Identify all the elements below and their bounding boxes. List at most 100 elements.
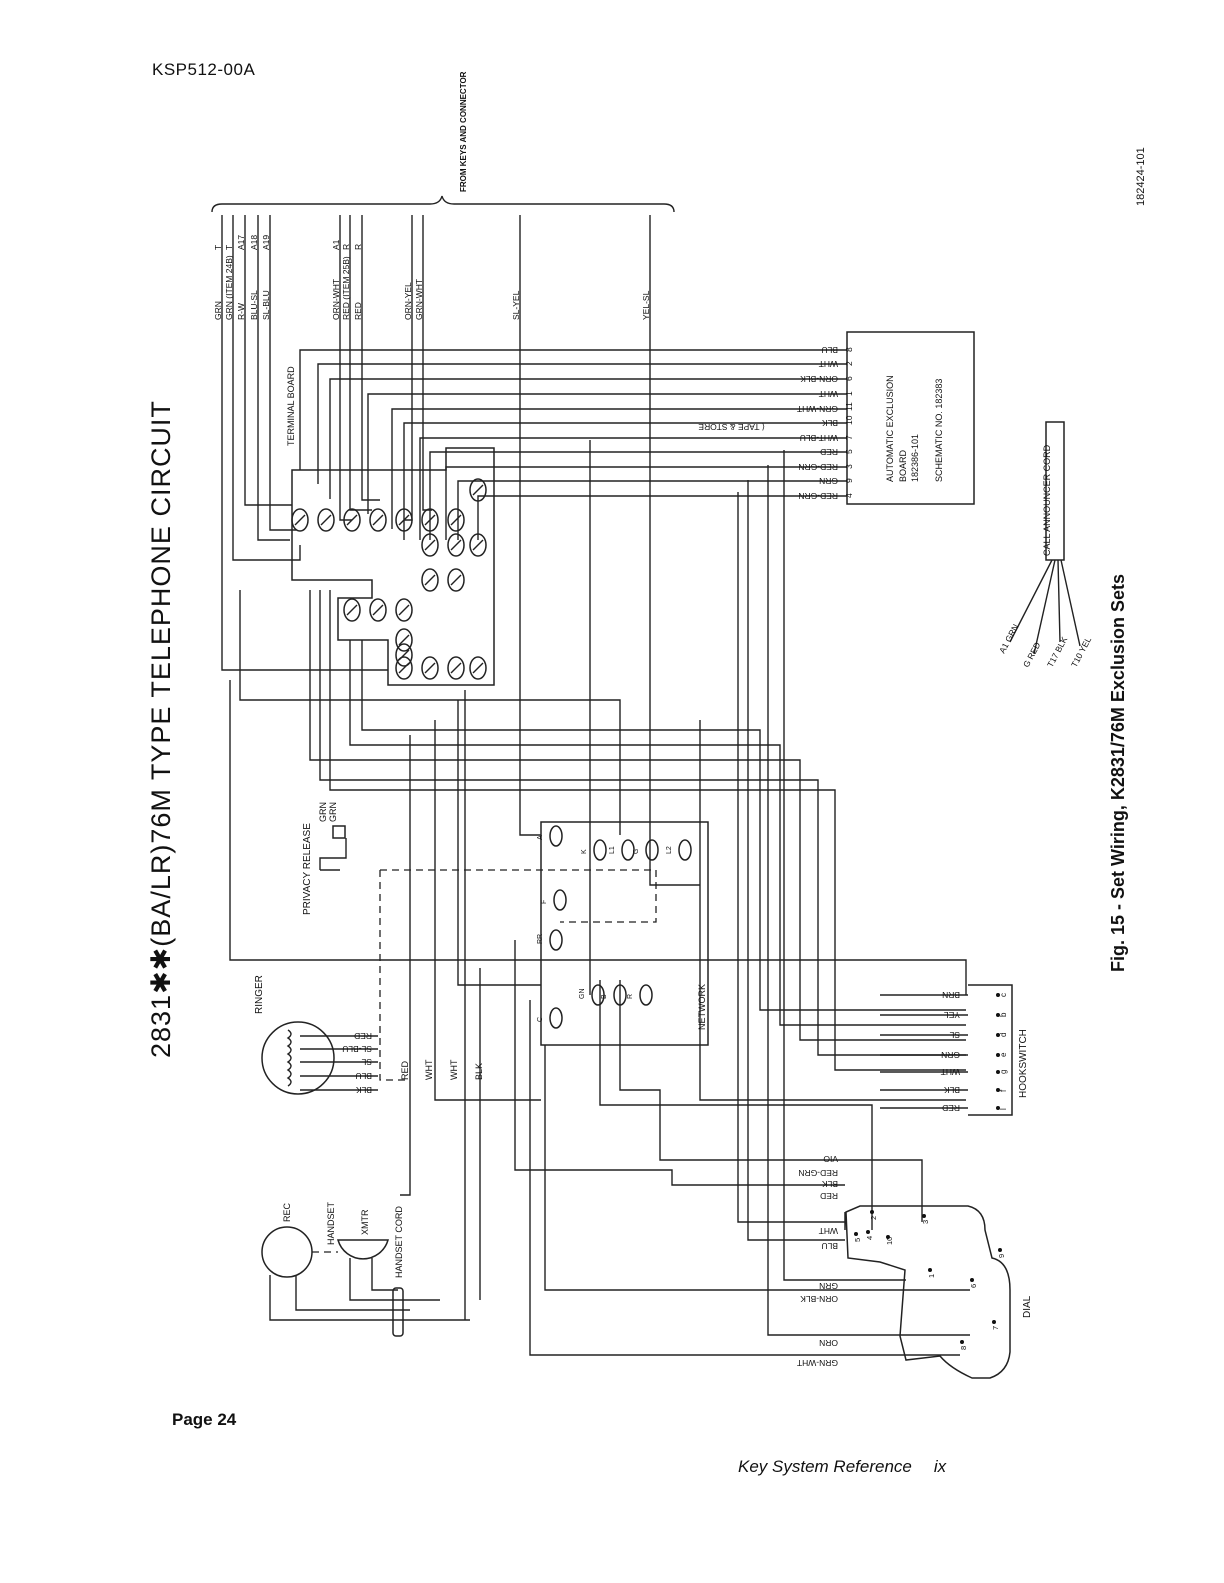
exclusion-wire <box>299 349 847 470</box>
privacy-wire-label-group: GRN <box>328 802 338 822</box>
announcer-cord <box>1045 421 1065 561</box>
ringer-wire-label-group: SL-BLU <box>342 1044 372 1054</box>
trunk-wire <box>747 480 845 1241</box>
trunk-wire <box>329 590 966 1071</box>
exclusion-wire-color: GRN <box>819 476 838 486</box>
exclusion-wire-color: RED-GRN <box>798 491 838 501</box>
top-wire-color-group: RED (ITEM 25B) <box>341 256 351 320</box>
network-terminal-label-group: G <box>633 849 640 854</box>
hookswitch-wire-label-group: YEL <box>944 1010 960 1020</box>
terminal-board <box>291 447 495 686</box>
handset-wire-label: RED <box>400 1060 410 1080</box>
dial-wire-label: BLK <box>822 1179 838 1189</box>
exclusion-board-line-group: BOARD <box>898 449 908 482</box>
terminal-screw <box>447 533 465 557</box>
trunk-wire <box>349 640 966 1026</box>
exclusion-wire-color-group: WHT-BLU <box>800 433 838 443</box>
announcer-wire-label-group: G RED <box>1021 640 1042 668</box>
hookswitch-pin: d <box>999 1033 1008 1037</box>
terminal-screw <box>469 656 487 680</box>
top-wire-color-group: RED <box>353 302 363 320</box>
dial-pin-label: 5 <box>853 1238 862 1242</box>
dial-pin <box>970 1278 974 1282</box>
dial-pin <box>922 1214 926 1218</box>
dial-text: DIAL <box>1022 1295 1033 1318</box>
network-terminal-label: K <box>581 849 588 854</box>
trunk-wire <box>361 640 966 1011</box>
trunk-wire <box>767 465 970 1336</box>
dial-wire-label-group: RED-GRN <box>798 1168 838 1178</box>
exclusion-wire-pin-group: 1 <box>844 391 854 396</box>
exclusion-wire-pin: 5 <box>844 449 854 454</box>
trunk-wire <box>619 980 923 1222</box>
ringer-coil <box>261 1021 335 1095</box>
terminal-board-text: TERMINAL BOARD <box>286 366 296 446</box>
rec-label: REC <box>282 1202 292 1222</box>
network-terminal <box>591 984 605 1006</box>
exclusion-wire-color: WHT <box>819 359 838 369</box>
reference-page: ix <box>933 1457 947 1476</box>
ringer-wire-label-group: BLK <box>356 1085 372 1095</box>
dashed-wire <box>379 870 405 1081</box>
exclusion-wire-pin: 8 <box>844 347 854 352</box>
top-wire-terminal: T <box>224 245 234 250</box>
exclusion-wire-color-group: RED-GRN <box>798 491 838 501</box>
dial-pin-label-group: 7 <box>991 1326 1000 1330</box>
exclusion-wire-color: WHT <box>819 389 838 399</box>
trunk-wire <box>400 735 411 1196</box>
terminal-screw <box>447 568 465 592</box>
top-wire-color: ORN-YEL <box>403 282 413 320</box>
terminal-screw <box>395 628 413 652</box>
network-terminal-label: G <box>633 849 640 854</box>
screw-slot <box>450 514 462 526</box>
top-wire-terminal: T <box>213 245 223 250</box>
hookswitch-pin: g <box>999 1070 1008 1074</box>
network-text: NETWORK <box>697 984 707 1030</box>
ringer-wire-label: SL-BLU <box>342 1044 372 1054</box>
terminal-screw <box>421 568 439 592</box>
exclusion-wire-pin: 11 <box>844 402 854 411</box>
wires <box>221 215 1000 1356</box>
hookswitch-wire-label: YEL <box>944 1010 960 1020</box>
dial-pin-label-group: 8 <box>959 1346 968 1350</box>
dial-pin <box>928 1268 932 1272</box>
screw-slot <box>398 662 410 674</box>
tape-store-label-group: ⟨ TAPE & STORE <box>698 422 765 432</box>
network-terminal-label: RR <box>537 934 544 944</box>
network-terminal <box>639 984 653 1006</box>
hookswitch-wire-label: SL <box>949 1030 960 1040</box>
dial-wire-label-group: GRN <box>819 1281 838 1291</box>
trunk-wire <box>434 720 541 1101</box>
exclusion-wire-pin-group: 9 <box>844 478 854 483</box>
network-terminal <box>549 929 563 951</box>
dial-pin-label: 8 <box>959 1346 968 1350</box>
handset-wire-label-group: WHT <box>424 1059 434 1080</box>
from-keys-text: FROM KEYS AND CONNECTOR <box>459 71 468 192</box>
reference-title: Key System Reference <box>738 1457 912 1476</box>
exclusion-wire <box>445 466 847 540</box>
network-terminal-label-group: GN <box>579 989 586 1000</box>
screw-slot <box>424 574 436 586</box>
trunk-wire <box>309 590 966 1041</box>
top-wire <box>339 215 352 521</box>
top-wire-color: ORN-WHT <box>331 279 341 320</box>
top-wire <box>269 215 296 531</box>
exclusion-wire-color: BLK <box>822 418 838 428</box>
exclusion-wire-pin: 4 <box>844 493 854 498</box>
handset-wire-label-group: WHT <box>449 1059 459 1080</box>
top-wire-color-group: GRN <box>213 301 223 320</box>
top-wire <box>221 215 388 671</box>
hookswitch-pin: c <box>999 993 1008 997</box>
handset-wire-label: WHT <box>424 1059 434 1080</box>
privacy-release-text: PRIVACY RELEASE <box>302 823 313 915</box>
screw-slot <box>472 484 484 496</box>
privacy-release-switch <box>332 825 346 839</box>
rec-text: REC <box>282 1202 292 1222</box>
terminal-screw <box>317 508 335 532</box>
dial-wire-label: VIO <box>823 1154 838 1164</box>
exclusion-wire-pin-group: 8 <box>844 347 854 352</box>
